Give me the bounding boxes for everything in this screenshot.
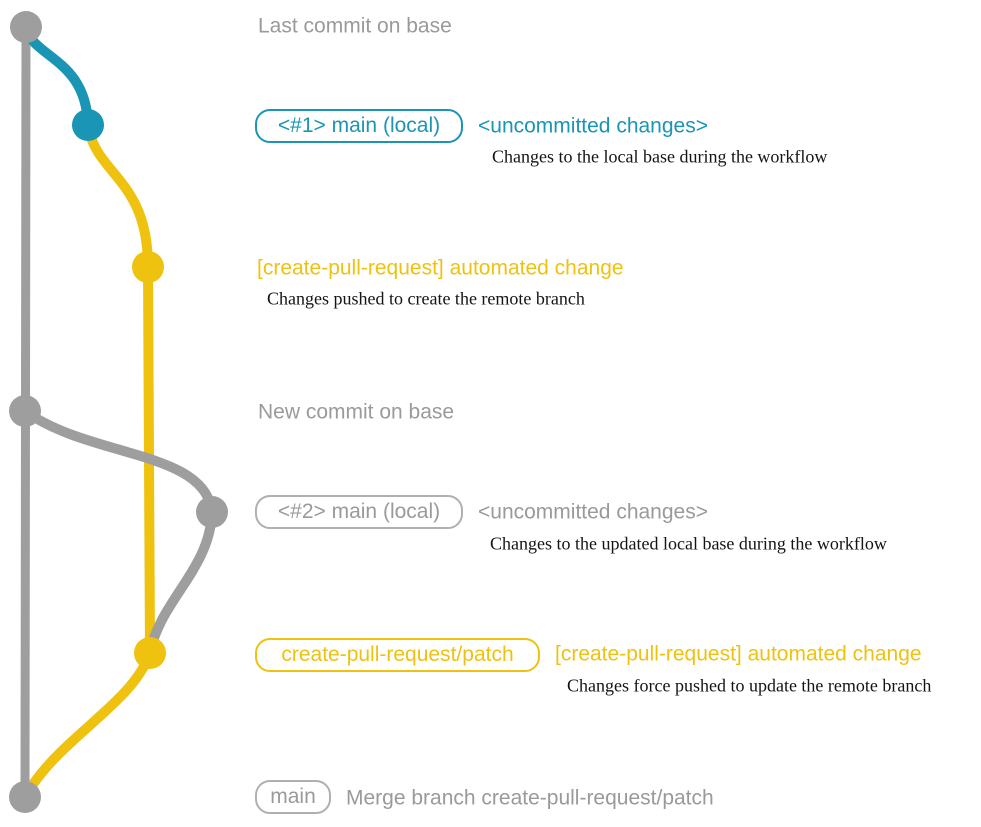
commit-dot-main-local-1 [72, 109, 104, 141]
new-base-commit-curve-gray [20, 406, 217, 517]
commit-dot-last-base [10, 11, 42, 43]
commit-message-merge: Merge branch create-pull-request/patch [346, 786, 714, 810]
commit-note-local-base: Changes to the local base during the wor… [492, 146, 828, 167]
commit-title-last-base: Last commit on base [258, 14, 452, 38]
commit-message-uncommitted-2: <uncommitted changes> [478, 500, 708, 524]
commit-dot-new-base [9, 395, 41, 427]
commit-dot-automated-2 [134, 637, 166, 669]
branch-badge-main-local-1: <#1> main (local) [255, 109, 463, 143]
commit-note-force-pushed: Changes force pushed to update the remot… [567, 675, 932, 696]
commit-dot-main-local-2 [196, 496, 228, 528]
merge-curve-yellow [20, 648, 155, 802]
commit-dot-automated-1 [132, 251, 164, 283]
git-graph [9, 11, 228, 813]
commit-message-automated-1: [create-pull-request] automated change [257, 256, 624, 280]
commit-note-updated-base: Changes to the updated local base during… [490, 533, 887, 554]
branch-out-curve-yellow [83, 120, 153, 272]
branch-out-curve-blue [21, 22, 93, 130]
branch-badge-main-local-2: <#2> main (local) [255, 495, 463, 529]
commit-note-pushed-create: Changes pushed to create the remote bran… [267, 288, 585, 309]
branch-badge-main: main [255, 780, 331, 814]
commit-title-new-base: New commit on base [258, 400, 455, 424]
rebase-curve-gray [145, 507, 217, 658]
commit-message-uncommitted-1: <uncommitted changes> [478, 114, 708, 138]
commit-dot-merge [9, 781, 41, 813]
commit-message-automated-2: [create-pull-request] automated change [555, 642, 922, 666]
branch-badge-patch: create-pull-request/patch [255, 638, 540, 672]
